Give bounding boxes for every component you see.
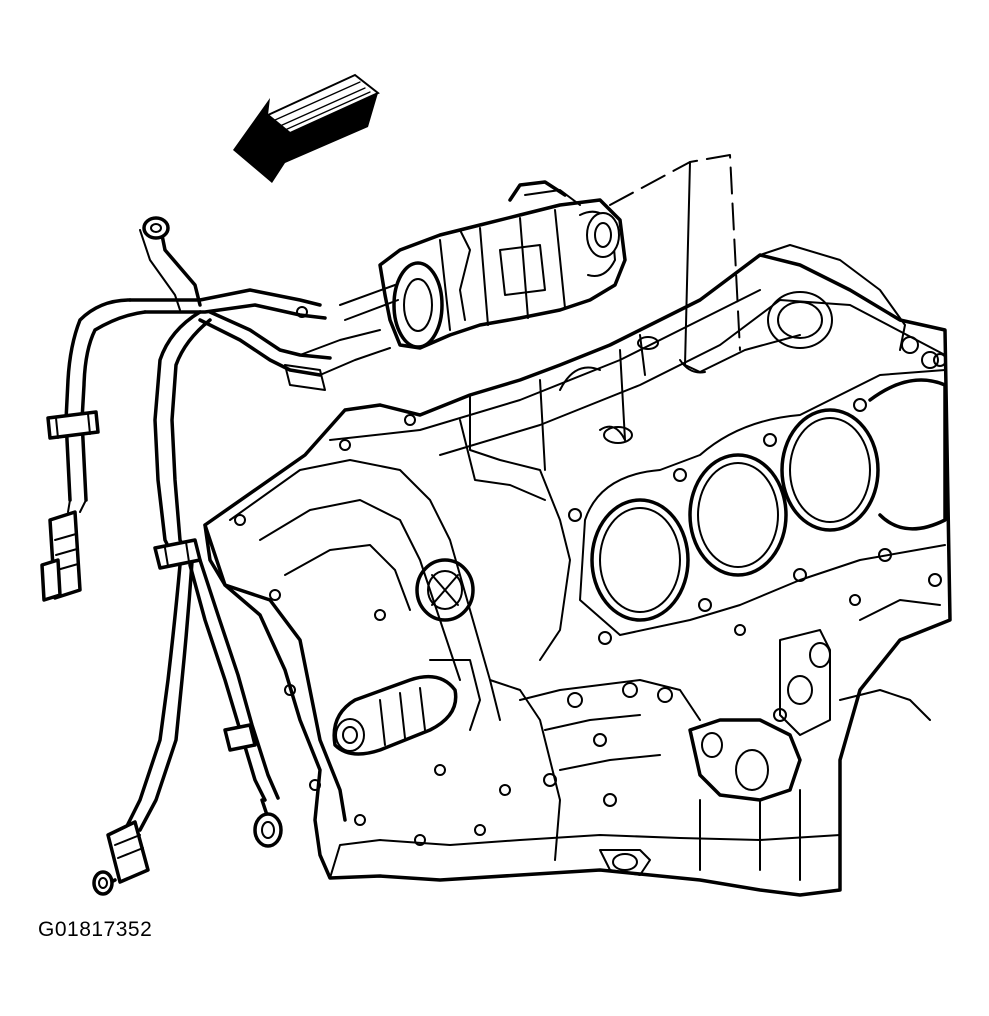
direction-arrow (233, 73, 380, 183)
wiring-harness (40, 216, 391, 896)
figure-id-label: G01817352 (38, 918, 153, 941)
engine-block (203, 244, 952, 897)
leader-line (609, 154, 801, 374)
starter-motor (339, 180, 627, 350)
